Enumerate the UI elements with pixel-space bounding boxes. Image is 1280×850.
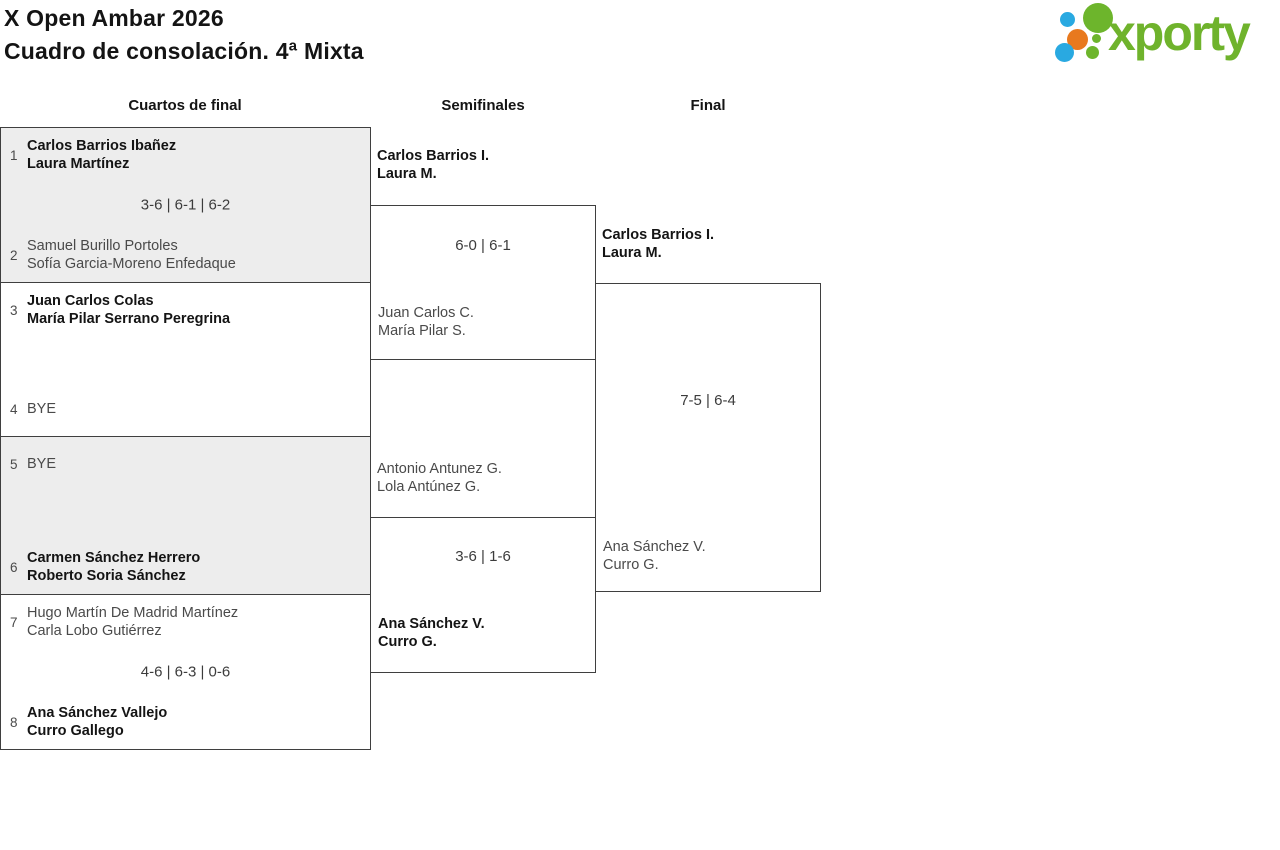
- team-slot: 1 Carlos Barrios Ibañez Laura Martínez: [1, 136, 370, 174]
- player-name: Juan Carlos Colas: [27, 293, 154, 309]
- team-names: Ana Sánchez Vallejo Curro Gallego: [27, 704, 167, 740]
- match-score: 7-5 | 6-4: [680, 392, 736, 409]
- semifinal-2-top-team: Antonio Antunez G. Lola Antúnez G.: [377, 460, 502, 496]
- team-names: Samuel Burillo Portoles Sofía Garcia-Mor…: [27, 237, 236, 273]
- semifinal-2-bottom-team: Ana Sánchez V. Curro G.: [378, 615, 485, 651]
- match-semifinal-1[interactable]: 6-0 | 6-1 Juan Carlos C. María Pilar S.: [370, 205, 596, 360]
- team-slot: 2 Samuel Burillo Portoles Sofía Garcia-M…: [1, 236, 370, 274]
- match-score: 3-6 | 1-6: [455, 548, 511, 565]
- team-slot: 7 Hugo Martín De Madrid Martínez Carla L…: [1, 603, 370, 641]
- player-name: María Pilar S.: [378, 323, 466, 339]
- team-slot: 6 Carmen Sánchez Herrero Roberto Soria S…: [1, 548, 370, 586]
- logo-wordmark: xporty: [1108, 5, 1251, 61]
- team-slot: 3 Juan Carlos Colas María Pilar Serrano …: [1, 291, 370, 329]
- tournament-name: X Open Ambar 2026: [4, 5, 224, 31]
- semifinal-1-top-team: Carlos Barrios I. Laura M.: [377, 147, 489, 183]
- seed-number: 1: [10, 147, 18, 163]
- logo-dot-icon: [1067, 29, 1088, 50]
- logo-dot-icon: [1086, 46, 1099, 59]
- match-semifinal-2[interactable]: 3-6 | 1-6 Ana Sánchez V. Curro G.: [370, 517, 596, 673]
- final-bottom-team: Ana Sánchez V. Curro G.: [603, 538, 706, 574]
- match-quarterfinal-4[interactable]: 7 Hugo Martín De Madrid Martínez Carla L…: [0, 595, 371, 750]
- team-names: Carmen Sánchez Herrero Roberto Soria Sán…: [27, 549, 200, 585]
- match-quarterfinal-3[interactable]: 5 BYE 6 Carmen Sánchez Herrero Roberto S…: [0, 437, 371, 595]
- seed-number: 5: [10, 456, 18, 472]
- player-name: María Pilar Serrano Peregrina: [27, 311, 231, 327]
- team-slot: 5 BYE: [1, 445, 370, 483]
- player-name: BYE: [27, 456, 57, 472]
- logo-dot-icon: [1060, 12, 1075, 27]
- player-name: Antonio Antunez G.: [377, 461, 502, 477]
- player-name: BYE: [27, 401, 57, 417]
- player-name: Sofía Garcia-Moreno Enfedaque: [27, 256, 236, 272]
- round-header-final: Final: [690, 97, 726, 114]
- seed-number: 2: [10, 247, 18, 263]
- logo-dot-icon: [1092, 34, 1101, 43]
- player-name: Carlos Barrios Ibañez: [27, 138, 177, 154]
- player-name: Samuel Burillo Portoles: [27, 238, 178, 254]
- player-name: Roberto Soria Sánchez: [27, 568, 186, 584]
- player-name: Carlos Barrios I.: [377, 148, 490, 164]
- player-name: Curro G.: [378, 634, 437, 650]
- player-name: Lola Antúnez G.: [377, 479, 481, 495]
- final-top-team: Carlos Barrios I. Laura M.: [602, 226, 714, 262]
- match-score: 4-6 | 6-3 | 0-6: [140, 663, 231, 681]
- team-names: Carlos Barrios Ibañez Laura Martínez: [27, 137, 176, 173]
- player-name: Carlos Barrios I.: [602, 227, 715, 243]
- seed-number: 8: [10, 714, 18, 730]
- team-slot: 4 BYE: [1, 390, 370, 428]
- player-name: Carla Lobo Gutiérrez: [27, 623, 162, 639]
- player-name: Curro G.: [603, 557, 659, 573]
- xporty-logo[interactable]: xporty: [1050, 0, 1280, 66]
- match-score: 3-6 | 6-1 | 6-2: [140, 196, 231, 214]
- round-header-quarterfinals: Cuartos de final: [128, 97, 242, 114]
- draw-name: Cuadro de consolación. 4ª Mixta: [4, 38, 364, 64]
- seed-number: 7: [10, 614, 18, 630]
- seed-number: 6: [10, 559, 18, 575]
- seed-number: 3: [10, 302, 18, 318]
- round-header-semifinals: Semifinales: [441, 97, 525, 114]
- player-name: Juan Carlos C.: [378, 305, 474, 321]
- match-final[interactable]: 7-5 | 6-4 Ana Sánchez V. Curro G.: [595, 283, 821, 592]
- player-name: Laura M.: [377, 166, 437, 182]
- team-names: BYE: [27, 455, 56, 473]
- logo-dot-icon: [1055, 43, 1074, 62]
- page-title: X Open Ambar 2026 Cuadro de consolación.…: [4, 2, 364, 68]
- match-score: 6-0 | 6-1: [455, 237, 511, 254]
- player-name: Laura M.: [602, 245, 662, 261]
- seed-number: 4: [10, 401, 18, 417]
- semifinal-1-bottom-team: Juan Carlos C. María Pilar S.: [378, 304, 474, 340]
- player-name: Curro Gallego: [27, 723, 124, 739]
- match-quarterfinal-2[interactable]: 3 Juan Carlos Colas María Pilar Serrano …: [0, 283, 371, 437]
- player-name: Ana Sánchez V.: [378, 616, 485, 632]
- player-name: Hugo Martín De Madrid Martínez: [27, 605, 239, 621]
- player-name: Carmen Sánchez Herrero: [27, 550, 201, 566]
- team-names: BYE: [27, 400, 56, 418]
- logo-dot-icon: [1083, 3, 1113, 33]
- team-names: Juan Carlos Colas María Pilar Serrano Pe…: [27, 292, 230, 328]
- match-quarterfinal-1[interactable]: 1 Carlos Barrios Ibañez Laura Martínez 3…: [0, 127, 371, 283]
- team-names: Hugo Martín De Madrid Martínez Carla Lob…: [27, 604, 238, 640]
- player-name: Ana Sánchez Vallejo: [27, 705, 168, 721]
- player-name: Laura Martínez: [27, 156, 130, 172]
- player-name: Ana Sánchez V.: [603, 539, 706, 555]
- team-slot: 8 Ana Sánchez Vallejo Curro Gallego: [1, 703, 370, 741]
